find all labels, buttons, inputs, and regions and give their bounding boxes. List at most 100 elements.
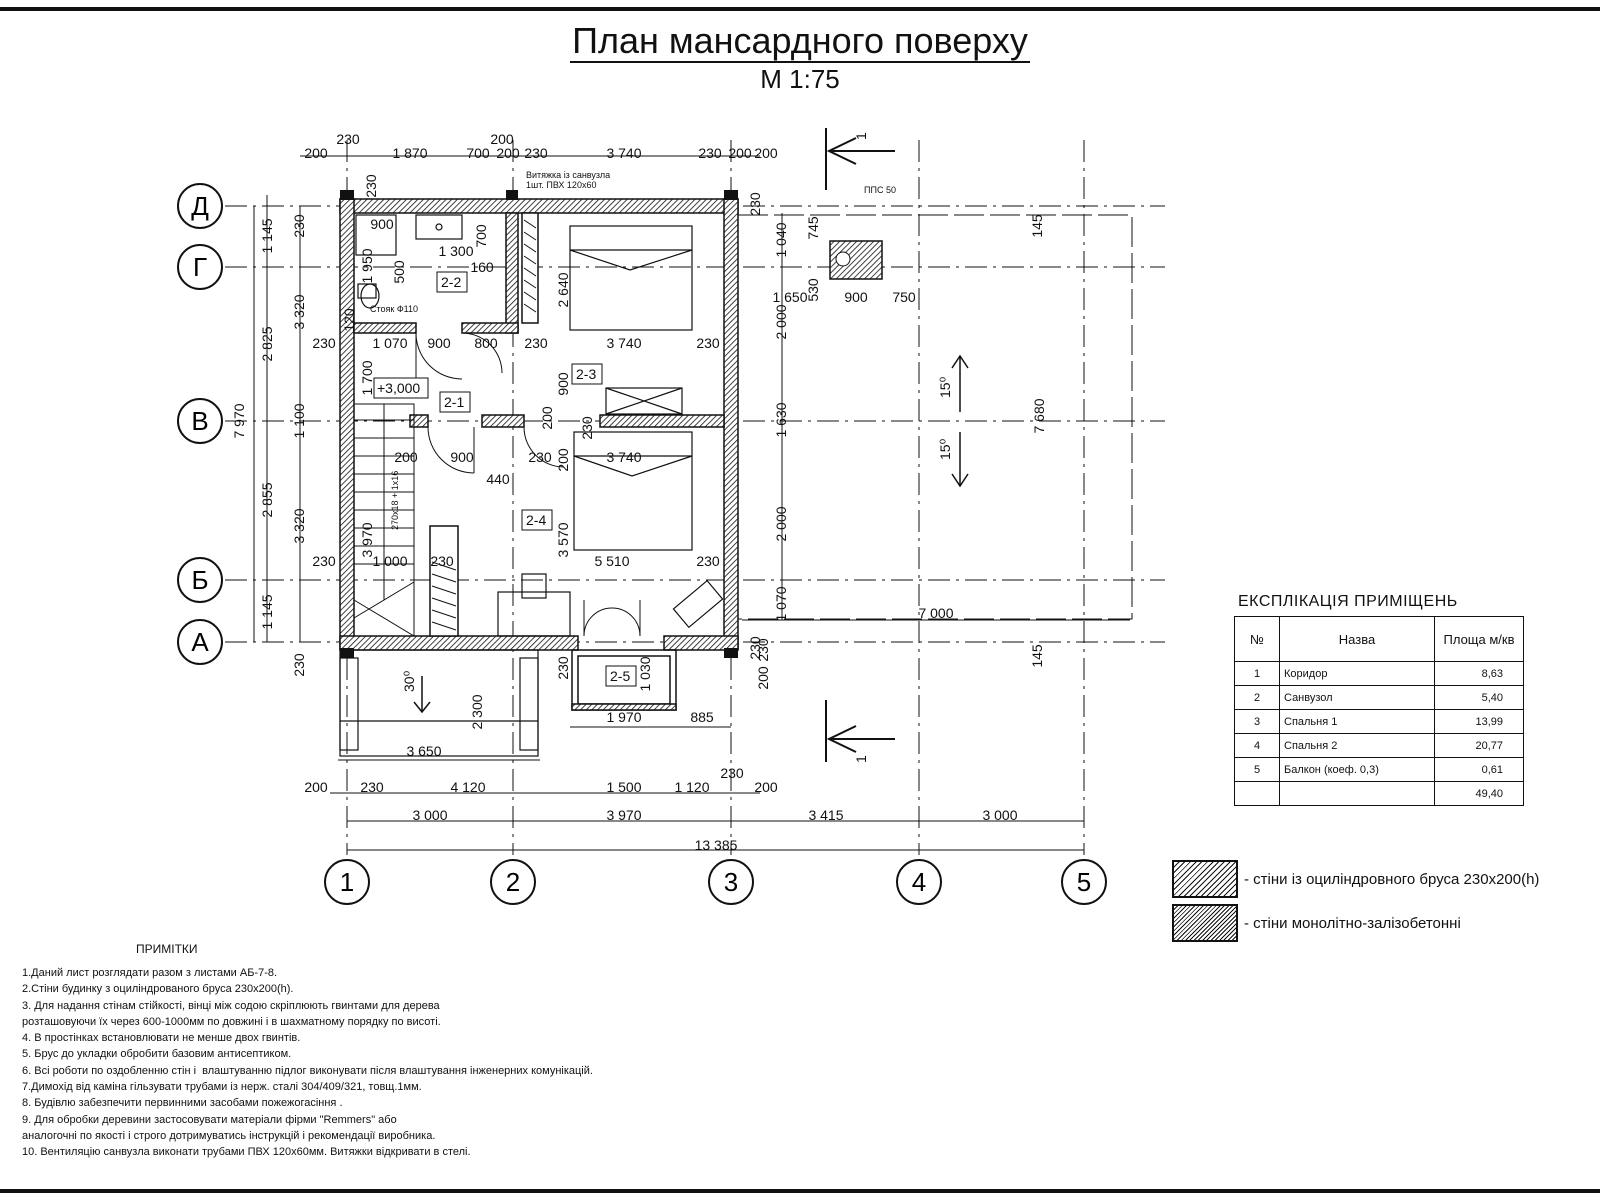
dims-left: 1 145 2 825 1 100 2 855 1 145 7 970 230 … <box>231 214 307 677</box>
vent-label: Витяжка із санвузла <box>526 170 610 180</box>
room-label-2-2: 2-2 <box>441 274 461 290</box>
dim-int-48: 145 <box>1029 644 1045 668</box>
dim-top-1: 200 <box>304 145 328 161</box>
dim-int-38: 1 070 <box>773 586 789 621</box>
vent-label-2: 1шт. ПВХ 120х60 <box>526 180 596 190</box>
table-row: 2 Санвузол 5,40 <box>1234 685 1524 710</box>
dim-int-40: 745 <box>805 216 821 240</box>
dim-bot2-3: 3 000 <box>982 807 1017 823</box>
section-label-bottom: 1 <box>853 755 869 763</box>
dim-int-45: 145 <box>1029 214 1045 238</box>
slope-label-b: 15⁰ <box>937 438 953 460</box>
axis-label-g: Г <box>193 252 207 282</box>
dimension-lines <box>253 155 1130 851</box>
dim-bot2-1: 3 970 <box>606 807 641 823</box>
dim-int-12: 800 <box>474 335 498 351</box>
dim-bot1-6: 200 <box>754 779 778 795</box>
dim-int-21: 900 <box>450 449 474 465</box>
note-item: розташовуючи їх через 600-1000мм по довж… <box>22 1015 441 1028</box>
dim-int-31: 5 510 <box>594 553 629 569</box>
dim-top-0: 230 <box>336 131 360 147</box>
legend-label: - стіни із оциліндровного бруса 230х200(… <box>1244 870 1540 888</box>
drawing-scale: М 1:75 <box>760 64 840 94</box>
bed-2 <box>573 431 693 551</box>
note-item: 1.Даний лист розглядати разом з листами … <box>22 967 278 979</box>
dim-left-3: 2 855 <box>259 482 275 517</box>
cell: 0,61 <box>1434 757 1524 782</box>
dim-int-39: 230 <box>747 636 763 660</box>
dim-int-9: 120 <box>341 308 357 332</box>
table-header-row: № Назва Площа м/кв <box>1234 616 1524 662</box>
dim-int-34: 1 040 <box>773 222 789 257</box>
dim-int-37: 2 000 <box>773 506 789 541</box>
section-marks <box>825 128 895 762</box>
wardrobe-2 <box>431 561 457 631</box>
dim-bot1-4: 1 120 <box>674 779 709 795</box>
dim-int-5: 160 <box>470 259 494 275</box>
dim-int-42: 1 650 <box>772 289 807 305</box>
bed-1 <box>569 225 693 331</box>
dim-int-20: 3 740 <box>606 449 641 465</box>
cell <box>1234 781 1280 806</box>
note-item: 3. Для надання стінам стійкості, вінці м… <box>22 999 440 1012</box>
note-item: 10. Вентиляцію санвузла виконати трубами… <box>22 1146 471 1159</box>
dim-int-15: 230 <box>696 335 720 351</box>
cell: Балкон (коеф. 0,3) <box>1279 757 1435 782</box>
cell: 4 <box>1234 733 1280 758</box>
table-row: 1 Коридор 8,63 <box>1234 661 1524 686</box>
dim-int-28: 3 570 <box>555 522 571 557</box>
dim-int-15b: 230 <box>312 335 336 351</box>
dims-interior: 900 900 1 950 500 1 300 160 700 230 2 64… <box>312 174 1047 759</box>
cell: Спальня 2 <box>1279 733 1435 758</box>
room-label-2-4: 2-4 <box>526 512 546 528</box>
cell: 8,63 <box>1434 661 1524 686</box>
note-item: аналогочні по якості і строго дотримуват… <box>22 1129 436 1142</box>
dim-int-53: 2 300 <box>469 694 485 729</box>
dim-int-23: 200 <box>555 448 571 472</box>
axis-label-a: А <box>191 627 209 657</box>
dim-int-26: 200 <box>539 406 555 430</box>
dim-left-5: 7 970 <box>231 403 247 438</box>
dim-top-10: 200 <box>754 145 778 161</box>
dim-int-47: 7 000 <box>918 605 953 621</box>
legend-swatch-log <box>1172 860 1238 898</box>
dim-top-2: 200 <box>490 131 514 147</box>
dim-int-18: 200 <box>394 449 418 465</box>
legend-item-log-walls: - стіни із оциліндровного бруса 230х200(… <box>1172 860 1539 898</box>
dim-int-46: 7 680 <box>1031 398 1047 433</box>
slope-arrows <box>413 354 969 714</box>
wall-posts <box>340 190 738 658</box>
doors <box>415 332 641 637</box>
slope-label-a: 15⁰ <box>937 376 953 398</box>
dim-left-4: 1 145 <box>259 594 275 629</box>
cell: Санвузол <box>1279 685 1435 710</box>
dim-int-7: 230 <box>363 174 379 198</box>
legend-label: - стіни монолітно-залізобетонні <box>1244 914 1461 932</box>
dim-int-32b: 230 <box>312 553 336 569</box>
dim-int-36: 1 630 <box>773 402 789 437</box>
dim-int-1: 900 <box>427 335 451 351</box>
cell <box>1279 781 1435 806</box>
roof-outline <box>737 214 1133 620</box>
cell: Коридор <box>1279 661 1435 686</box>
dim-total: 13 385 <box>695 837 738 853</box>
explication-title: ЕКСПЛІКАЦІЯ ПРИМІЩЕНЬ <box>1238 593 1458 610</box>
dim-int-13: 230 <box>524 335 548 351</box>
cell: 5 <box>1234 757 1280 782</box>
dim-int-35: 230 <box>747 192 763 216</box>
dim-int-44: 750 <box>892 289 916 305</box>
cell: 5,40 <box>1434 685 1524 710</box>
note-item: 8. Будівлю забезпечити первинними засоба… <box>22 1097 343 1110</box>
dim-int-0: 900 <box>370 216 394 232</box>
axis-label-b: Б <box>191 565 208 595</box>
dim-int-41: 530 <box>805 278 821 302</box>
dim-bot1-2: 4 120 <box>450 779 485 795</box>
note-item: 7.Димохід від каміна гільзувати трубами … <box>22 1081 422 1094</box>
dims-top: 230 200 200 1 870 700 200 230 3 740 230 … <box>304 131 778 161</box>
dim-int-29: 1 000 <box>372 553 407 569</box>
dim-int-2: 1 950 <box>359 248 375 283</box>
room-label-2-5: 2-5 <box>610 668 630 684</box>
room-labels: 2-2 2-1 2-3 2-4 2-5 <box>436 271 637 687</box>
